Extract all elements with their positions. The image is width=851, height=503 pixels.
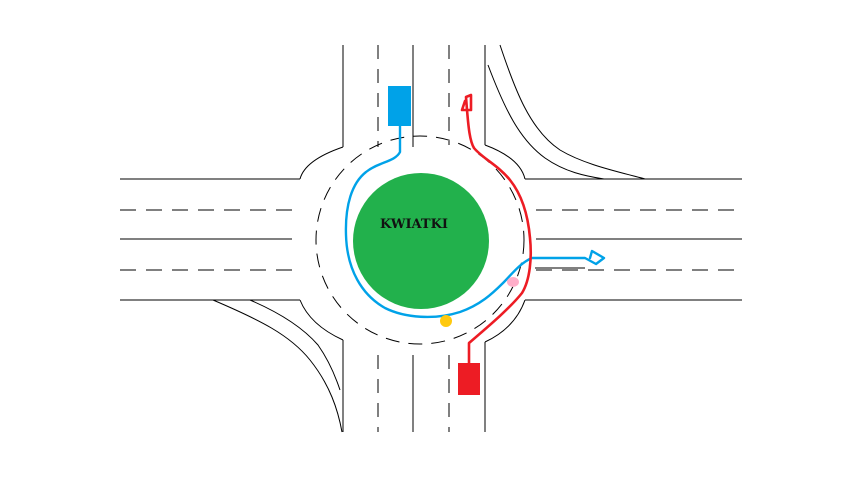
- outer-corner-se: [484, 299, 526, 343]
- ne-bypass-curve-outer: [499, 44, 646, 180]
- red-route-path: [460, 93, 533, 370]
- yellow-dot: [440, 315, 452, 327]
- sw-bypass-curve-outer: [212, 299, 343, 433]
- outer-corner-ne: [484, 144, 526, 180]
- central-island: [353, 173, 489, 309]
- outer-corner-nw: [299, 146, 344, 180]
- island-label: KWIATKI: [380, 217, 448, 232]
- roundabout-lane-dashes: [315, 135, 525, 345]
- ne-bypass-curve-inner: [487, 64, 605, 180]
- blue-route-path: [344, 124, 606, 319]
- red-car: [458, 363, 480, 395]
- blue-car: [388, 86, 411, 126]
- road-markings: [120, 44, 742, 433]
- outer-corner-sw: [299, 299, 344, 341]
- pink-dot: [507, 277, 519, 287]
- sw-bypass-curve-inner: [249, 299, 341, 391]
